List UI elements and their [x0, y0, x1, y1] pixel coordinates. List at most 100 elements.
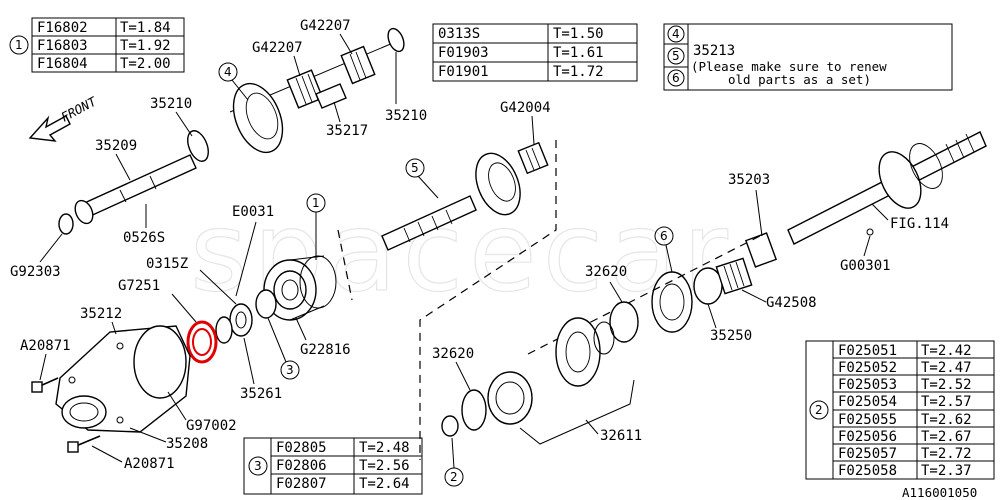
- t3-thk-0: T=2.48: [359, 440, 410, 456]
- ttop-part-2: F01901: [438, 64, 489, 80]
- note-ref-6: 6: [672, 71, 680, 85]
- t3-thk-1: T=2.56: [359, 458, 410, 474]
- callout-ref-2-table: 2: [815, 403, 823, 417]
- label-g22816: G22816: [300, 342, 351, 358]
- thickness-table-2: 2 F025051 T=2.42 F025052 T=2.47 F025053 …: [805, 340, 995, 480]
- t1-part-1: F16803: [37, 38, 88, 54]
- t3-part-1: F02806: [276, 458, 327, 474]
- callout-2: 2: [444, 437, 464, 487]
- label-g7251: G7251: [118, 278, 160, 294]
- callout-4: 4: [218, 62, 249, 101]
- t1-part-0: F16802: [37, 20, 88, 36]
- svg-text:4: 4: [224, 65, 232, 79]
- thickness-table-3: 3 F02805 T=2.48 F02806 T=2.56 F02807 T=2…: [243, 437, 423, 495]
- label-35261: 35261: [240, 386, 282, 402]
- t2-thk-5: T=2.67: [921, 429, 972, 445]
- t2-thk-2: T=2.52: [921, 377, 972, 393]
- t2-part-0: F025051: [838, 343, 897, 359]
- label-0315z: 0315Z: [146, 256, 188, 272]
- t2-part-4: F025055: [838, 412, 897, 428]
- ttop-part-0: 0313S: [438, 26, 480, 42]
- main-shaft-5: [381, 140, 557, 460]
- label-0526s: 0526S: [123, 230, 165, 246]
- svg-text:6: 6: [660, 229, 668, 243]
- bolt-a20871-upper: [31, 377, 59, 393]
- gear-assembly-6: [527, 235, 761, 355]
- t2-part-6: F025057: [838, 446, 897, 462]
- label-35203: 35203: [728, 172, 770, 188]
- t2-thk-4: T=2.62: [921, 412, 972, 428]
- ttop-thk-1: T=1.61: [553, 45, 604, 61]
- label-35217: 35217: [326, 123, 368, 139]
- t2-part-7: F025058: [838, 463, 897, 479]
- svg-text:2: 2: [450, 470, 458, 484]
- note-line-1: (Please make sure to renew: [691, 59, 887, 74]
- thickness-table-top: 0313S T=1.50 F01903 T=1.61 F01901 T=1.72: [432, 23, 638, 82]
- ttop-thk-0: T=1.50: [553, 26, 604, 42]
- svg-text:5: 5: [411, 161, 419, 175]
- callout-ref-1: 1: [15, 38, 23, 52]
- label-g42207-left: G42207: [252, 40, 303, 56]
- renew-set-note: 4 5 6 35213 (Please make sure to renew o…: [663, 23, 953, 91]
- t2-part-3: F025054: [838, 394, 897, 410]
- synchronizer-assembly: [441, 301, 639, 445]
- label-e0031: E0031: [232, 204, 274, 220]
- callout-3: 3: [267, 317, 300, 380]
- t1-part-2: F16804: [37, 56, 88, 72]
- ttop-part-1: F01903: [438, 45, 489, 61]
- label-g97002: G97002: [186, 418, 237, 434]
- label-35210-left: 35210: [150, 96, 192, 112]
- highlighted-seal-g7251: [186, 320, 218, 364]
- t3-thk-2: T=2.64: [359, 476, 410, 492]
- label-32620-left: 32620: [432, 346, 474, 362]
- t2-part-2: F025053: [838, 377, 897, 393]
- label-35209: 35209: [95, 138, 137, 154]
- shaft-35209: [58, 154, 197, 235]
- bearing-assembly-1: [215, 229, 353, 344]
- t1-thk-0: T=1.84: [120, 20, 171, 36]
- part-labels: G42207 G42207 35210 35210 35217 G42004 3…: [10, 18, 949, 472]
- t1-thk-1: T=1.92: [120, 38, 171, 54]
- label-g92303: G92303: [10, 264, 61, 280]
- upper-shaft-assembly: [187, 27, 405, 162]
- extension-housing-35212: [55, 325, 191, 433]
- t2-thk-1: T=2.47: [921, 360, 972, 376]
- label-fig114: FIG.114: [890, 216, 949, 232]
- diagram-code: A116001050: [902, 485, 977, 500]
- t3-part-2: F02807: [276, 476, 327, 492]
- label-32611: 32611: [600, 428, 642, 444]
- front-label: FRONT: [58, 93, 100, 125]
- note-ref-5: 5: [672, 49, 680, 63]
- t2-part-1: F025052: [838, 360, 897, 376]
- t2-part-5: F025056: [838, 429, 897, 445]
- note-part-number: 35213: [693, 43, 735, 59]
- front-arrow-icon: FRONT: [28, 93, 100, 142]
- callout-5: 5: [405, 158, 439, 199]
- svg-text:3: 3: [286, 363, 294, 377]
- label-g00301: G00301: [840, 258, 891, 274]
- thickness-table-1: 1 F16802 T=1.84 F16803 T=1.92 F16804 T=2…: [9, 17, 185, 73]
- ttop-thk-2: T=1.72: [553, 64, 604, 80]
- label-g42004: G42004: [500, 100, 551, 116]
- svg-text:1: 1: [312, 196, 320, 210]
- note-line-2: old parts as a set): [728, 72, 871, 87]
- t2-thk-7: T=2.37: [921, 463, 972, 479]
- t2-thk-3: T=2.57: [921, 394, 972, 410]
- label-35208: 35208: [166, 436, 208, 452]
- label-a20871-upper: A20871: [20, 338, 71, 354]
- t2-thk-6: T=2.72: [921, 446, 972, 462]
- label-g42508: G42508: [766, 295, 817, 311]
- t1-thk-2: T=2.00: [120, 56, 171, 72]
- note-ref-4: 4: [672, 27, 680, 41]
- callout-ref-3-table: 3: [254, 459, 262, 473]
- label-a20871-lower: A20871: [124, 456, 175, 472]
- label-g42207-top: G42207: [300, 18, 351, 34]
- label-35212: 35212: [80, 306, 122, 322]
- t2-thk-0: T=2.42: [921, 343, 972, 359]
- t3-part-0: F02805: [276, 440, 327, 456]
- label-32620-right: 32620: [585, 264, 627, 280]
- callout-1: 1: [306, 193, 326, 260]
- label-35250: 35250: [710, 328, 752, 344]
- callout-6: 6: [654, 226, 674, 273]
